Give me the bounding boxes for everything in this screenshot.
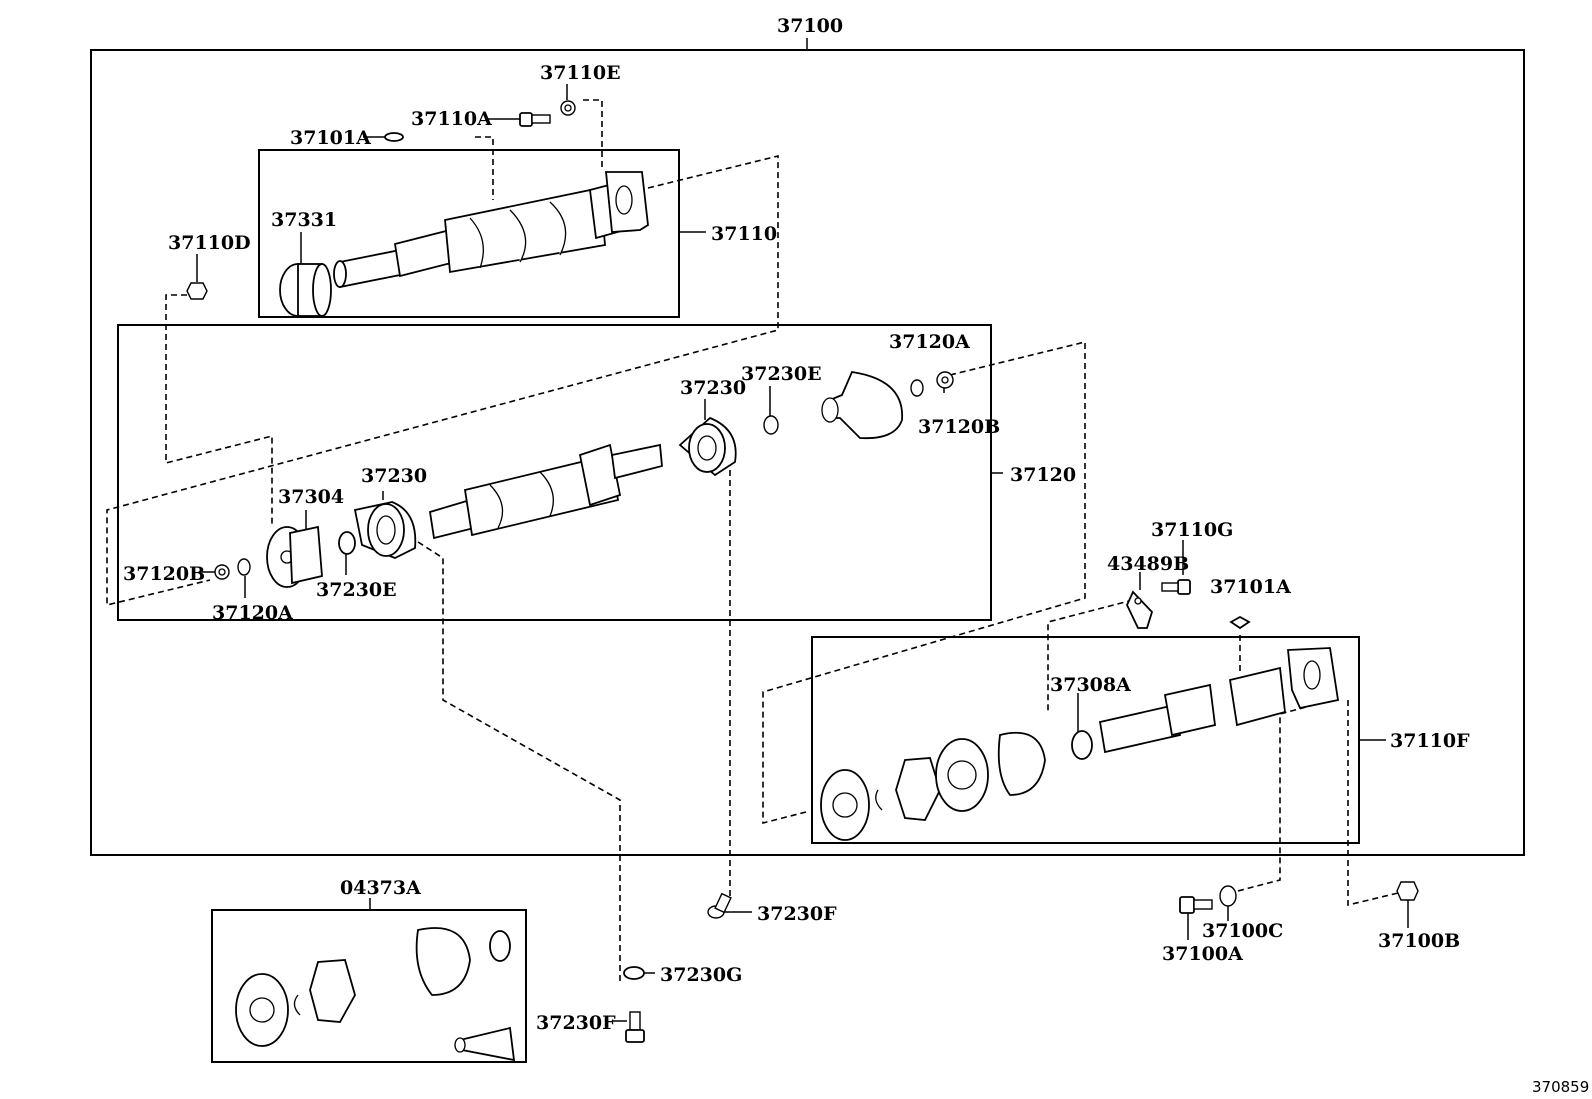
label-37230F-mid[interactable]: 37230F: [757, 903, 837, 925]
label-37110F[interactable]: 37110F: [1390, 730, 1470, 752]
drawing-number: 370859: [1532, 1078, 1589, 1096]
dashed-guide: [1229, 701, 1326, 894]
label-37230E-left[interactable]: 37230E: [316, 579, 397, 601]
label-37331[interactable]: 37331: [271, 209, 337, 231]
label-43489B[interactable]: 43489B: [1107, 553, 1189, 575]
grease-nipple-37101A: [384, 132, 404, 142]
plate-43489B: [1126, 590, 1154, 629]
bolt-37230F-low: [625, 1011, 645, 1043]
washer-37230G: [623, 966, 645, 980]
dashed-guide: [1347, 700, 1399, 907]
bolt-37100A: [1179, 896, 1213, 914]
grease-nipple-37101A-right: [1229, 615, 1251, 630]
boot-kit-04373A: [235, 927, 516, 1062]
assembly-frame-37100: [90, 49, 1525, 856]
label-37110D[interactable]: 37110D: [168, 232, 251, 254]
dashed-guide: [417, 541, 621, 985]
nut-37110D: [186, 282, 208, 300]
subassembly-frame-37110: [258, 149, 680, 318]
dashed-guide: [475, 136, 494, 200]
propeller-shaft-37110: [279, 171, 649, 317]
label-37100C[interactable]: 37100C: [1202, 920, 1283, 942]
label-37100B[interactable]: 37100B: [1378, 930, 1460, 952]
label-37120B-left[interactable]: 37120B: [123, 563, 205, 585]
nut-37110E: [560, 100, 576, 116]
label-37100[interactable]: 37100: [777, 15, 843, 37]
intermediate-shaft-37120: [266, 371, 903, 588]
kit-frame-04373A: [211, 909, 527, 1063]
rear-shaft-37110F: [820, 647, 1340, 841]
label-37230G[interactable]: 37230G: [660, 964, 742, 986]
dashed-guide: [762, 340, 1086, 825]
washer-37120B-top: [936, 371, 954, 389]
label-37230-top[interactable]: 37230: [680, 377, 746, 399]
bolt-37230F-mid: [707, 892, 732, 919]
label-37100A[interactable]: 37100A: [1162, 943, 1243, 965]
label-37101A-top[interactable]: 37101A: [290, 127, 371, 149]
dashed-guide: [106, 154, 779, 607]
label-04373A[interactable]: 04373A: [340, 877, 421, 899]
label-37110G[interactable]: 37110G: [1151, 519, 1233, 541]
label-37230-left[interactable]: 37230: [361, 465, 427, 487]
label-37230E-top[interactable]: 37230E: [741, 363, 822, 385]
dashed-guide: [165, 294, 273, 525]
nut-37120A-top: [910, 379, 924, 397]
label-37110[interactable]: 37110: [711, 223, 777, 245]
label-37101A-right[interactable]: 37101A: [1210, 576, 1291, 598]
label-37120[interactable]: 37120: [1010, 464, 1076, 486]
nut-37120A-left: [237, 558, 251, 576]
dashed-guide: [583, 99, 603, 170]
label-37110E[interactable]: 37110E: [540, 62, 621, 84]
washer-37230E-top: [763, 415, 779, 435]
label-37110A[interactable]: 37110A: [411, 108, 492, 130]
nut-37100C: [1219, 885, 1237, 907]
bolt-37110A: [519, 112, 551, 127]
label-37304[interactable]: 37304: [278, 486, 344, 508]
dashed-guide: [1047, 599, 1134, 713]
label-37120A-top[interactable]: 37120A: [889, 331, 970, 353]
label-37308A[interactable]: 37308A: [1050, 674, 1131, 696]
nut-37100B: [1396, 881, 1419, 901]
label-37120A-left[interactable]: 37120A: [212, 602, 293, 624]
label-37230F-low[interactable]: 37230F: [536, 1012, 616, 1034]
washer-37120B-left: [214, 564, 230, 580]
label-37120B-top[interactable]: 37120B: [918, 416, 1000, 438]
bolt-37110G: [1161, 579, 1191, 595]
